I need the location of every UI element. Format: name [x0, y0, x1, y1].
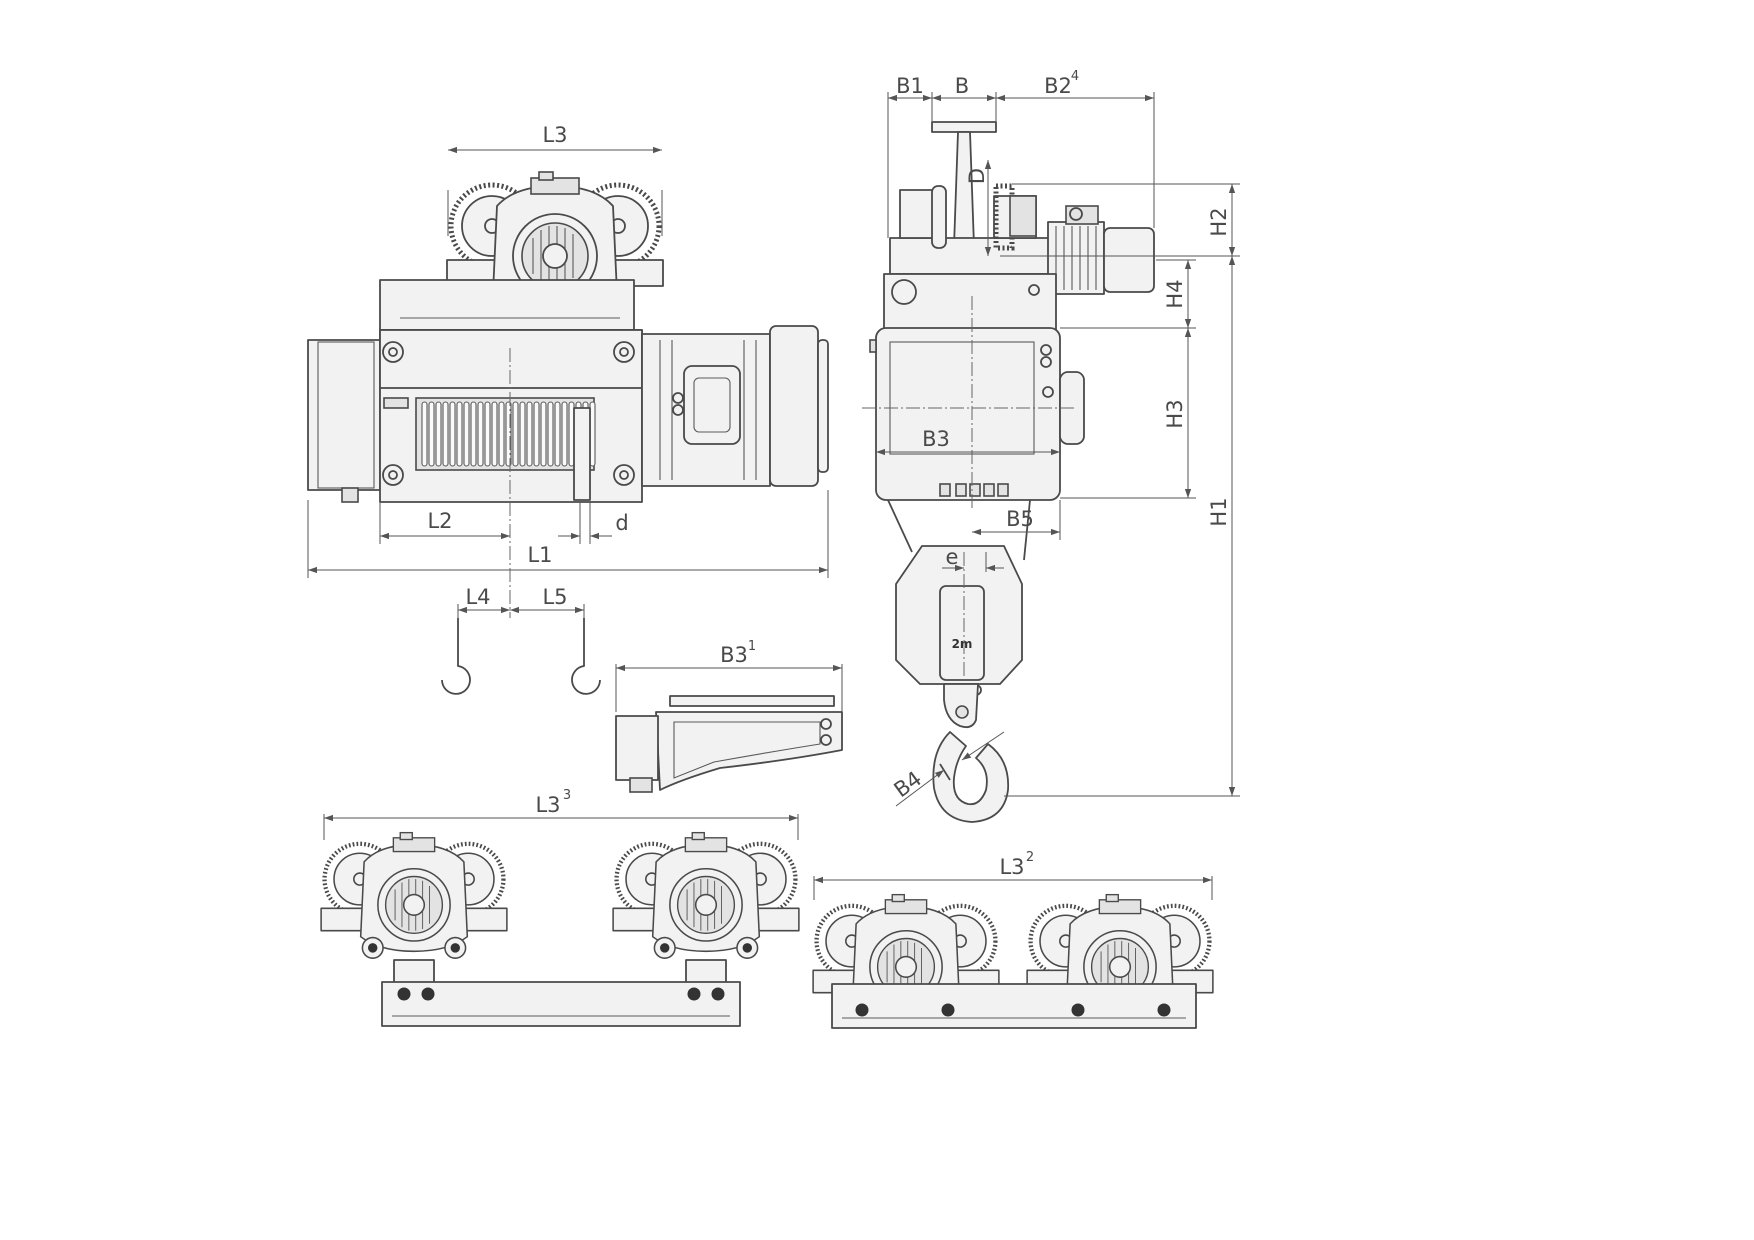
rope-coil	[477, 401, 484, 467]
dim-B2-note: 4	[1071, 69, 1079, 84]
dim-B2: B2	[1044, 74, 1072, 98]
dim-B3: B3	[922, 427, 950, 451]
dim-L3-alt2-note: 2	[1026, 850, 1034, 865]
rope-coil	[428, 401, 435, 467]
dim-B4: B4	[890, 766, 927, 802]
dim-d: d	[615, 511, 628, 535]
dim-L1: L1	[527, 543, 552, 567]
rope-coil	[470, 401, 477, 467]
load-plate-label: 2m	[952, 637, 973, 651]
rope-coil	[512, 401, 519, 467]
rope-coil	[561, 401, 568, 467]
dim-B1: B1	[896, 74, 924, 98]
dim-B: B	[955, 74, 969, 98]
side-view-hoist: 2m	[862, 121, 1155, 823]
dim-L3-alt3-note: 3	[563, 788, 571, 803]
rope-coil	[519, 401, 526, 467]
dim-L3-alt2: L3	[999, 855, 1024, 879]
dim-H2: H2	[1207, 207, 1231, 236]
dim-L4: L4	[465, 585, 490, 609]
rope-coil	[442, 401, 449, 467]
rope-coil	[526, 401, 533, 467]
double-trolley-long-beam: L3 3	[321, 788, 799, 1027]
rope-coil	[554, 401, 561, 467]
dim-H3: H3	[1163, 399, 1187, 428]
dim-B3-alt-note: 1	[748, 639, 756, 654]
rope-coil	[463, 401, 470, 467]
rope-coil	[505, 401, 512, 467]
dim-L2: L2	[427, 509, 452, 533]
rope-coil	[498, 401, 505, 467]
rope-coil	[540, 401, 547, 467]
rope-coil	[491, 401, 498, 467]
rope-coil	[533, 401, 540, 467]
dim-L3-alt3: L3	[535, 793, 560, 817]
dim-B5: B5	[1006, 507, 1034, 531]
front-view-hoist	[307, 172, 829, 618]
dim-e: e	[946, 545, 959, 569]
front-view-dimensions: L3 L2 d L1 L4 L5	[307, 123, 829, 695]
dim-H1: H1	[1207, 497, 1231, 526]
rope-coil	[547, 401, 554, 467]
alt-body-view: B3 1	[615, 639, 843, 793]
rope-coil	[456, 401, 463, 467]
double-trolley-short-beam: L3 2	[813, 850, 1213, 1029]
rope-coil	[484, 401, 491, 467]
dim-H4: H4	[1163, 279, 1187, 308]
side-view-dimensions: B1 B B2 4 D H2 H4 H3 H1 B3 B5 e B4	[876, 69, 1240, 807]
rope-coil	[435, 401, 442, 467]
dim-D: D	[965, 168, 989, 184]
dim-B3-alt: B3	[720, 643, 748, 667]
dim-L3: L3	[542, 123, 567, 147]
rope-coil	[421, 401, 428, 467]
dim-L5: L5	[542, 585, 567, 609]
rope-coil	[449, 401, 456, 467]
